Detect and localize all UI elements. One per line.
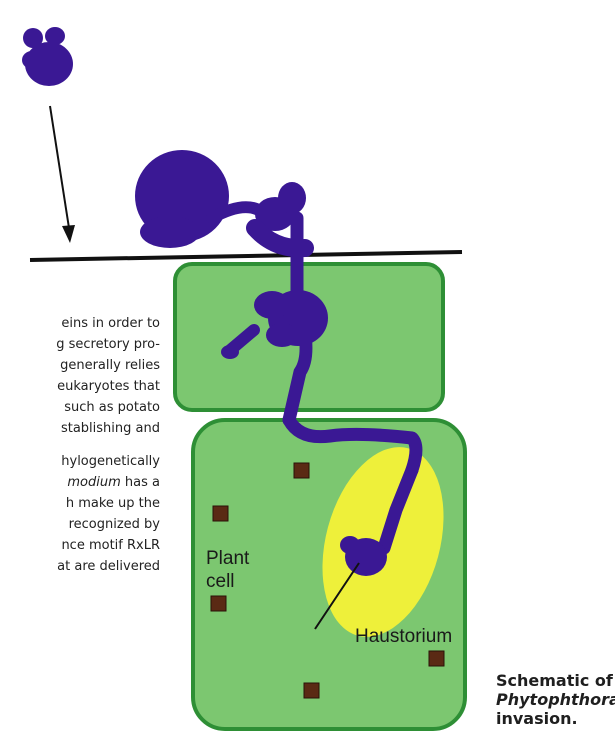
plant-cell-label: Plant cell — [206, 547, 249, 593]
text-line: recognized by — [0, 514, 160, 535]
organelle-5 — [304, 683, 319, 698]
text-line: nce motif RxLR — [0, 535, 160, 556]
descent-arrow — [50, 106, 69, 228]
germinating-cyst — [135, 150, 306, 248]
spore — [22, 19, 73, 86]
caption-line3: invasion. — [496, 709, 615, 728]
caption-line2: Phytophthora — [496, 690, 615, 709]
text-line: generally relies — [0, 355, 160, 376]
text-fragment: has a — [121, 475, 160, 490]
figure-caption: Schematic of Phytophthora invasion. — [496, 671, 615, 728]
organelle-2 — [213, 506, 228, 521]
text-line: eins in order to — [0, 313, 160, 334]
text-line: such as potato — [0, 397, 160, 418]
caption-line1: Schematic of — [496, 671, 615, 690]
text-line: at are delivered — [0, 556, 160, 577]
plant-cell-label-line1: Plant — [206, 547, 249, 570]
text-line: hylogenetically — [0, 451, 160, 472]
plant-cell-label-line2: cell — [206, 570, 249, 593]
text-line: eukaryotes that — [0, 376, 160, 397]
organelle-3 — [211, 596, 226, 611]
text-line: h make up the — [0, 493, 160, 514]
italic-term: modium — [67, 475, 120, 490]
organelle-4 — [429, 651, 444, 666]
text-line-mixed: modium has a — [0, 472, 160, 493]
haustorium-label: Haustorium — [355, 626, 452, 648]
text-line: stablishing and — [0, 418, 160, 439]
text-line: g secretory pro- — [0, 334, 160, 355]
arrow-head — [62, 225, 75, 243]
plant-surface-line — [30, 252, 462, 260]
body-text-column: eins in order to g secretory pro- genera… — [0, 313, 160, 577]
organelle-1 — [294, 463, 309, 478]
